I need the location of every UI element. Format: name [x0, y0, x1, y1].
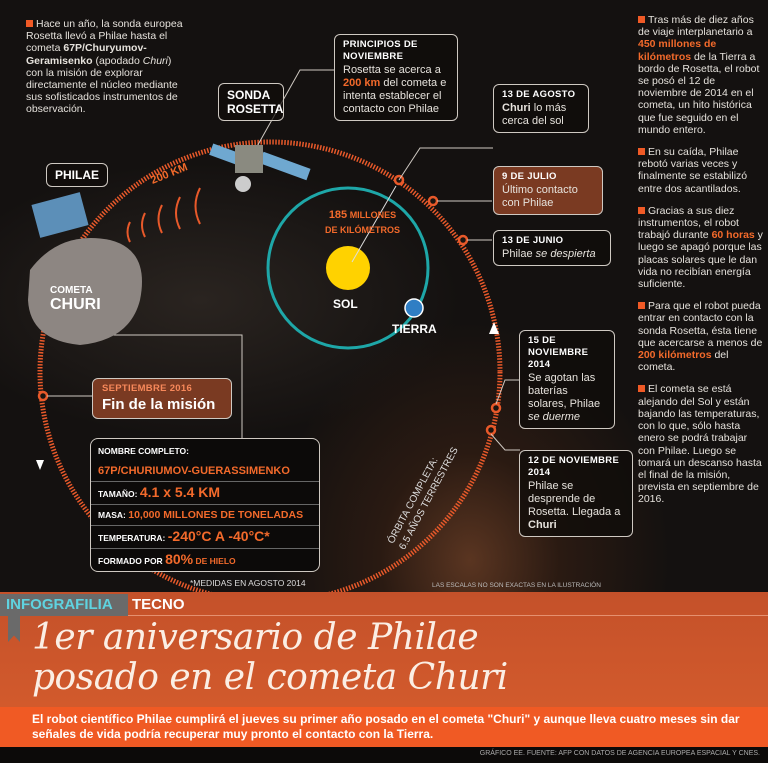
side-paragraph: Tras más de diez años de viaje interplan… — [638, 14, 760, 136]
brand-logo: INFOGRAFILIA — [6, 596, 113, 613]
orbit-direction-arrow-left — [36, 460, 44, 470]
orbit-diagram — [28, 69, 520, 592]
subtitle: El robot científico Philae cumplirá el j… — [0, 707, 768, 747]
comet-churi-image — [28, 238, 142, 345]
label-philae: PHILAE — [46, 163, 109, 187]
label-sonda-rosetta: SONDA ROSETTA — [218, 83, 284, 121]
comet-orbit — [37, 139, 503, 592]
signal-waves — [126, 187, 201, 243]
orbit-point-jul — [427, 195, 439, 207]
orbit-point-jun — [457, 234, 469, 246]
comet-facts-table: NOMBRE COMPLETO: 67P/CHURIUMOV-GUERASSIM… — [90, 438, 320, 572]
fact-temperature: TEMPERATURA: -240°C A -40°C* — [91, 526, 319, 549]
title-band — [0, 592, 768, 707]
orbit-direction-arrow — [489, 322, 499, 334]
rosetta-probe-image — [209, 143, 311, 192]
earth-orbit — [266, 186, 430, 350]
earth-label: TIERRA — [392, 322, 437, 336]
bookmark-icon — [8, 616, 20, 642]
orbit-point-15nov — [490, 402, 502, 414]
credit: GRÁFICO EE. FUENTE: AFP CON DATOS DE AGE… — [479, 750, 760, 757]
side-paragraph: Gracias a sus diez instrumentos, el robo… — [638, 204, 763, 291]
distance-arrow — [351, 185, 397, 263]
intro-text: Hace un año, la sonda europea Rosetta ll… — [26, 18, 183, 116]
fact-mass: MASA: 10,000 MILLONES DE TONELADAS — [91, 505, 319, 526]
earth-icon — [404, 298, 424, 318]
sun-label: SOL — [333, 297, 358, 311]
sun-icon — [326, 246, 370, 290]
side-paragraph: En su caída, Philae rebotó varias veces … — [638, 146, 748, 195]
section-label: TECNO — [132, 596, 185, 613]
fact-name-label: NOMBRE COMPLETO: — [98, 446, 189, 456]
fact-size: TAMAÑO: 4.1 x 5.4 KM — [91, 482, 319, 505]
side-column: Tras más de diez años de viaje interplan… — [638, 14, 764, 506]
bullet-icon — [26, 20, 33, 27]
scale-note: LAS ESCALAS NO SON EXACTAS EN LA ILUSTRA… — [432, 582, 601, 589]
orbit-point-12nov — [485, 424, 497, 436]
fact-name-value: 67P/CHURIUMOV-GUERASSIMENKO — [91, 461, 319, 482]
side-paragraph: Para que el robot pueda entrar en contac… — [638, 300, 763, 374]
philae-lander-image — [31, 192, 89, 238]
fact-ice: FORMADO POR 80% DE HIELO — [98, 551, 236, 567]
side-paragraph: El cometa se está alejando del Sol y est… — [638, 383, 762, 506]
orbit-point-2016 — [37, 390, 49, 402]
brand-tab — [0, 594, 128, 616]
measure-note: *MEDIDAS EN AGOSTO 2014 — [190, 578, 306, 588]
divider — [128, 615, 768, 616]
